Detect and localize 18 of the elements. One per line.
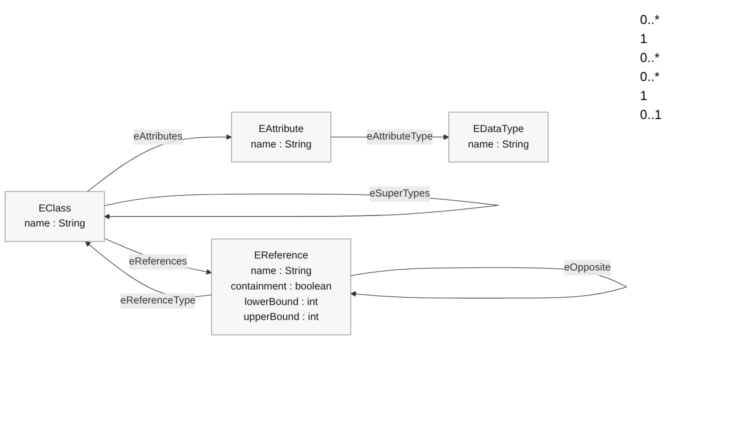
node-box: EClass name : String	[4, 191, 105, 242]
multiplicity-label: 0..*	[640, 50, 661, 65]
multiplicity-label: 1	[640, 31, 648, 46]
edge-label: eReferences	[128, 256, 188, 268]
edge-label: eAttributeType	[366, 131, 433, 142]
edge-label: eAttributes	[134, 131, 182, 142]
arrow	[104, 238, 212, 275]
multiplicity-label: 1	[640, 88, 648, 103]
multiplicity-label: 0..*	[640, 12, 661, 27]
node-box: EAttribute name : String	[231, 112, 332, 162]
node-box: EDataType name : String	[448, 112, 548, 162]
arrow	[85, 241, 212, 298]
node-box: EReference name : String containment : boolean lowerBound : int upperBound : int	[211, 238, 352, 336]
edge-label: eSuperTypes	[370, 188, 430, 200]
edge-label: eReferenceType	[120, 295, 196, 306]
edge-label: eOpposite	[564, 262, 611, 273]
multiplicity-label: 0..1	[640, 107, 663, 122]
multiplicity-label: 0..*	[640, 69, 661, 84]
